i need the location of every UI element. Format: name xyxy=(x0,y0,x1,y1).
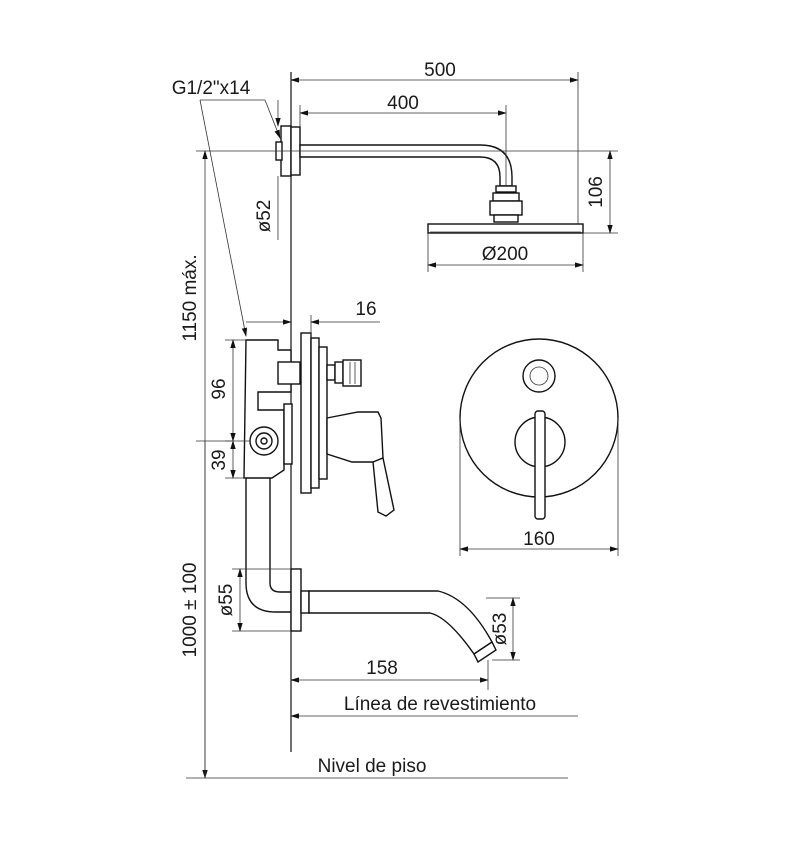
shower-arm-assembly xyxy=(275,125,584,234)
mixer-front-view xyxy=(459,338,619,520)
dimension-texts: 500 400 G1/2"x14 Ø200 16 160 158 Línea d… xyxy=(172,60,607,777)
dim-spout-outlet: ø53 xyxy=(490,613,511,646)
dim-max-height: 1150 máx. xyxy=(180,254,201,341)
dim-400: 400 xyxy=(387,93,419,114)
diverter-knob xyxy=(522,359,556,393)
bath-spout xyxy=(290,568,497,664)
dim-spout-length: 158 xyxy=(366,658,398,679)
dim-mixer-height: 1000 ± 100 xyxy=(180,563,201,658)
dim-spout-flange: ø55 xyxy=(216,584,237,617)
dim-head-diameter: Ø200 xyxy=(482,244,528,265)
dim-plate-diameter: 160 xyxy=(523,529,555,550)
dim-500: 500 xyxy=(424,60,456,81)
mixer-side-view xyxy=(243,332,395,613)
floor-level-label: Nivel de piso xyxy=(318,756,427,777)
wall-line-label: Línea de revestimiento xyxy=(344,694,536,715)
mixer-lever xyxy=(534,410,546,520)
dim-flange-diameter: ø52 xyxy=(254,200,275,233)
shower-head xyxy=(427,223,584,234)
dim-thread: G1/2"x14 xyxy=(172,78,251,99)
dim-head-height: 106 xyxy=(586,176,607,208)
dim-96: 96 xyxy=(209,378,230,399)
dim-plate-offset: 16 xyxy=(355,299,376,320)
dimension-lines xyxy=(186,72,619,779)
dim-39: 39 xyxy=(209,449,230,470)
